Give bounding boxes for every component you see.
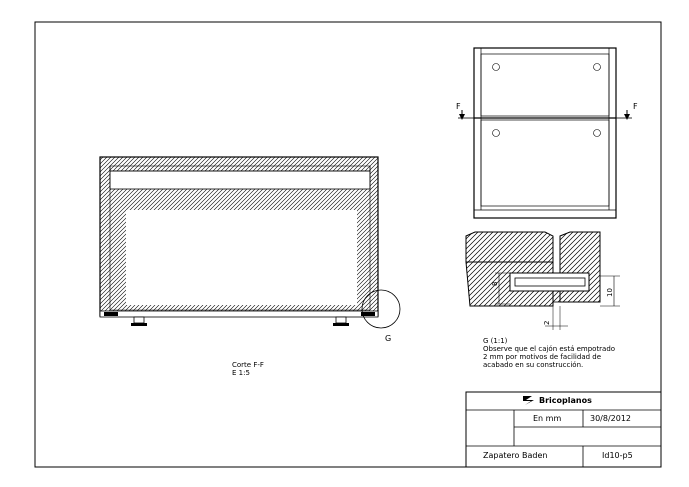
dim-8: 8 [491, 281, 499, 286]
detail-title: G (1:1) [483, 337, 508, 345]
section-view-ff [99, 156, 401, 329]
brand-name: Bricoplanos [539, 396, 592, 405]
detail-note-line-2: 2 mm por motivos de facilidad de [483, 353, 602, 361]
section-scale: E 1:5 [232, 369, 250, 377]
sheet-border [34, 21, 662, 468]
detail-callout-label: G [385, 334, 392, 343]
bricoplanos-logo-icon [523, 396, 534, 405]
units-label: En mm [533, 414, 562, 423]
date-label: 30/8/2012 [590, 414, 632, 423]
project-name: Zapatero Baden [483, 451, 548, 460]
cut-marker-right: F [633, 102, 638, 111]
dim-10: 10 [606, 288, 614, 297]
front-view [458, 47, 632, 219]
section-title: Corte F-F [232, 361, 264, 369]
dim-2: 2 [543, 320, 551, 325]
detail-note-line-3: acabado en su construcción. [483, 361, 584, 369]
title-block-lines [465, 391, 662, 468]
detail-note-line-1: Observe que el cajón está empotrado [483, 345, 616, 353]
detail-g-view [465, 231, 620, 330]
detail-g-callout-circle [361, 289, 401, 329]
cut-marker-left: F [456, 102, 461, 111]
sheet-id: Id10-p5 [602, 451, 633, 460]
